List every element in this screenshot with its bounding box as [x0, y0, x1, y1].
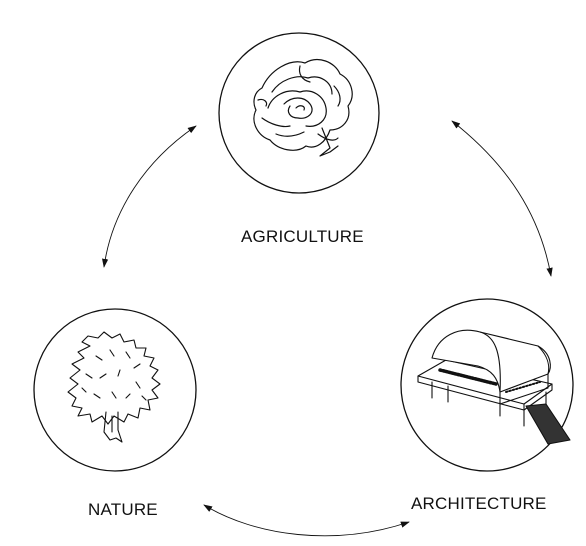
barn-building-icon [417, 329, 571, 445]
tree-icon [67, 331, 161, 443]
arrow-agriculture-architecture [451, 120, 553, 277]
nature-label: NATURE [88, 500, 158, 519]
arrow-agriculture-nature [102, 125, 197, 268]
architecture-node-circle [400, 298, 574, 472]
rose-flower-icon [253, 59, 353, 157]
agriculture-label: AGRICULTURE [241, 227, 364, 246]
agriculture-node-circle [218, 32, 380, 194]
architecture-label: ARCHITECTURE [411, 494, 547, 513]
nature-node-circle [33, 308, 197, 472]
arrow-nature-architecture [203, 504, 410, 537]
